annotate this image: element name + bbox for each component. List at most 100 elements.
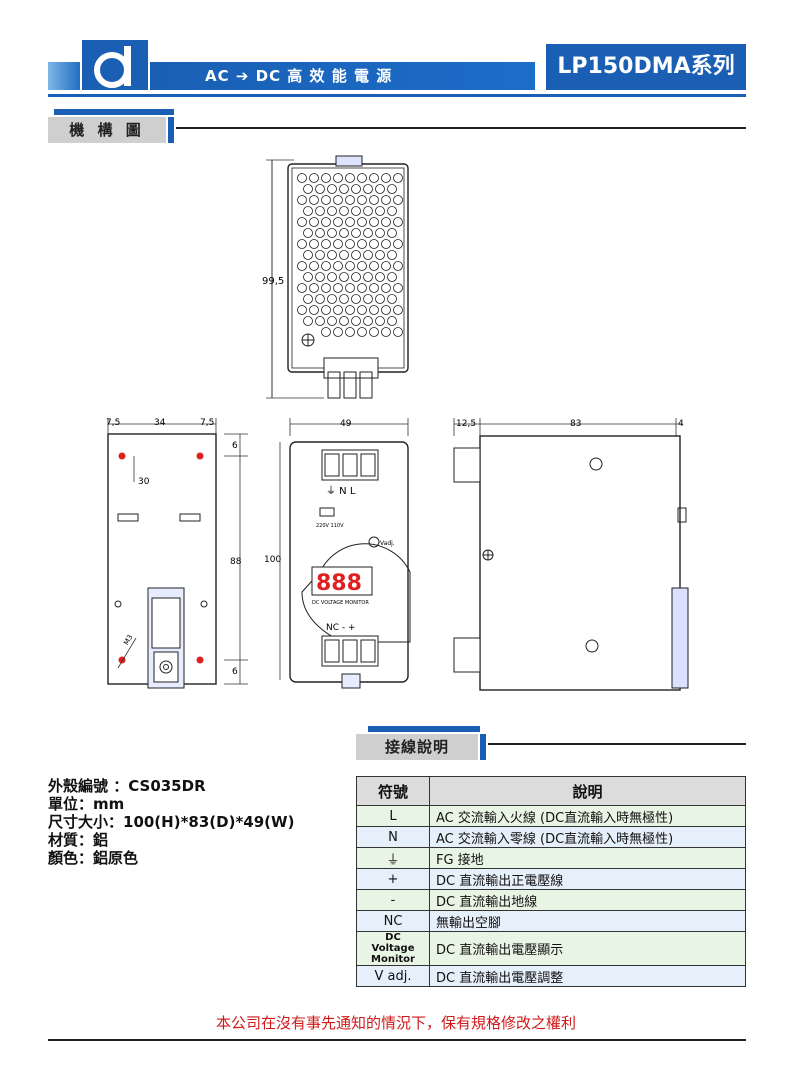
vent-hole <box>303 184 313 194</box>
vent-hole <box>303 228 313 238</box>
vent-hole <box>309 173 319 183</box>
vent-hole <box>381 195 391 205</box>
vent-hole <box>351 228 361 238</box>
vent-hole <box>345 217 355 227</box>
vent-hole <box>381 173 391 183</box>
vent-hole <box>357 195 367 205</box>
header-underline <box>48 94 746 97</box>
vent-hole <box>327 250 337 260</box>
vent-hole <box>315 184 325 194</box>
vent-hole <box>351 272 361 282</box>
dim-top-offset: 6 <box>232 441 238 451</box>
vent-hole <box>387 206 397 216</box>
vent-hole <box>375 294 385 304</box>
vent-hole <box>369 283 379 293</box>
vent-hole <box>297 283 307 293</box>
vent-hole <box>321 283 331 293</box>
vent-hole <box>351 294 361 304</box>
vent-hole <box>393 305 403 315</box>
vent-hole <box>339 184 349 194</box>
vent-hole <box>375 228 385 238</box>
table-row: N AC 交流輸入零線 (DC直流輸入時無極性) <box>356 826 746 848</box>
spec-case-number: 外殼編號 ：CS035DR <box>48 777 206 795</box>
drawing-top-view: 99,5 <box>262 155 409 399</box>
vent-hole <box>309 305 319 315</box>
table-row: - DC 直流輸出地線 <box>356 889 746 911</box>
drawing-back-plate: 7,5 34 7,5 30 M3 6 88 6 <box>106 418 248 689</box>
voltage-select-label: 220V 110V <box>316 523 344 529</box>
vent-hole <box>327 206 337 216</box>
vent-hole <box>321 173 331 183</box>
vent-hole <box>363 206 373 216</box>
vent-hole <box>387 272 397 282</box>
vent-hole <box>363 228 373 238</box>
vent-hole <box>297 305 307 315</box>
vent-hole <box>333 173 343 183</box>
vent-hole <box>393 239 403 249</box>
row-description: AC 交流輸入火線 (DC直流輸入時無極性) <box>429 805 746 827</box>
vent-hole <box>369 327 379 337</box>
vent-hole <box>369 217 379 227</box>
dim-hole-spacing: 34 <box>154 418 166 428</box>
vent-hole <box>309 195 319 205</box>
vent-hole <box>381 283 391 293</box>
terminal-labels-bottom: NC - + <box>326 623 356 633</box>
display-caption: DC VOLTAGE MONITOR <box>312 600 369 606</box>
vent-hole <box>345 283 355 293</box>
brand-logo <box>82 40 148 90</box>
section-title-wiring: 接線說明 <box>356 734 478 760</box>
vent-hole <box>363 250 373 260</box>
logo-d-icon <box>94 46 131 88</box>
vent-hole <box>369 195 379 205</box>
screw-label: M3 <box>122 633 134 646</box>
vent-hole <box>297 217 307 227</box>
spec-material: 材質：鋁 <box>48 831 109 849</box>
vent-hole <box>297 195 307 205</box>
table-row: DC Voltage Monitor DC 直流輸出電壓顯示 <box>356 931 746 966</box>
led-display-digits: 888 <box>316 571 362 596</box>
vent-hole <box>381 261 391 271</box>
vent-hole <box>363 316 373 326</box>
vent-hole <box>315 316 325 326</box>
vent-hole <box>363 272 373 282</box>
table-row: L AC 交流輸入火線 (DC直流輸入時無極性) <box>356 805 746 827</box>
row-description: DC 直流輸出電壓調整 <box>429 965 746 987</box>
vent-hole <box>333 305 343 315</box>
vent-hole <box>327 272 337 282</box>
vent-hole <box>369 261 379 271</box>
vent-hole <box>345 239 355 249</box>
vent-hole <box>327 184 337 194</box>
vent-hole <box>351 206 361 216</box>
rights-notice: 本公司在沒有事先通知的情況下，保有規格修改之權利 <box>215 1014 576 1032</box>
vadj-label: Vadj. <box>380 540 395 547</box>
table-row: + DC 直流輸出正電壓線 <box>356 868 746 890</box>
row-description: FG 接地 <box>429 847 746 869</box>
vent-hole <box>327 228 337 238</box>
row-description: 無輸出空腳 <box>429 910 746 932</box>
row-description: DC 直流輸出地線 <box>429 889 746 911</box>
row-symbol: V adj. <box>356 965 430 987</box>
dim-rail-offset: 4 <box>678 419 684 429</box>
vent-hole <box>321 305 331 315</box>
vent-hole <box>387 294 397 304</box>
vent-hole <box>387 316 397 326</box>
dim-height: 100 <box>264 555 281 565</box>
vent-hole <box>357 217 367 227</box>
vent-hole <box>339 250 349 260</box>
vent-hole <box>381 305 391 315</box>
header-description: 說明 <box>429 776 746 806</box>
vent-hole <box>321 239 331 249</box>
row-symbol: NC <box>356 910 430 932</box>
vent-hole <box>357 173 367 183</box>
vent-hole <box>393 195 403 205</box>
vent-hole <box>357 283 367 293</box>
series-badge-bg <box>546 44 746 90</box>
vent-hole <box>387 250 397 260</box>
section-tab-accent <box>54 109 174 115</box>
vent-hole <box>297 261 307 271</box>
row-symbol: N <box>356 826 430 848</box>
vent-hole <box>315 228 325 238</box>
row-symbol: L <box>356 805 430 827</box>
dim-terminal-depth: 12,5 <box>456 419 476 429</box>
section-tab-side <box>168 117 174 143</box>
